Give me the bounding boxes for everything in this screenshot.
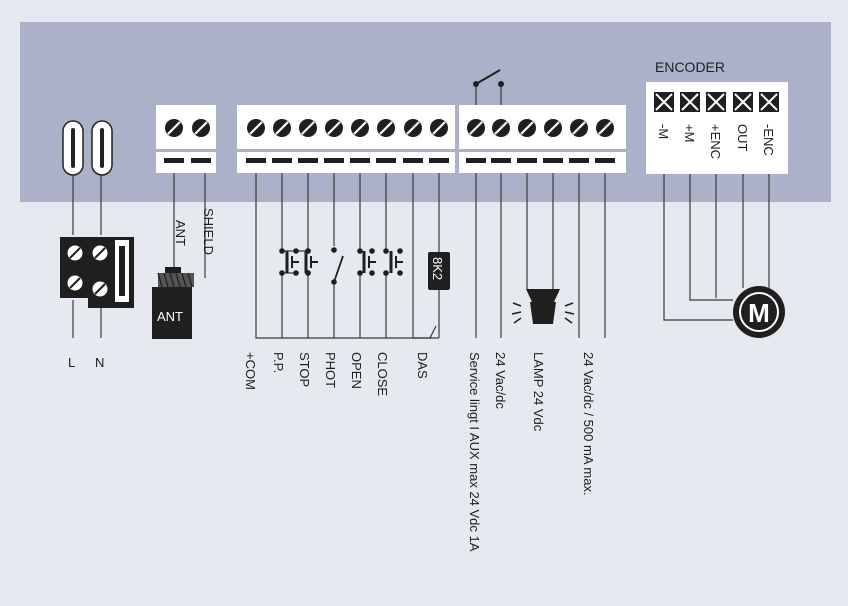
relay-switch-icon [473,69,504,105]
encoder-pin-label: -M [656,124,671,139]
output-label: 24 Vac/dc [493,352,508,409]
input-screw-terminal [404,119,422,137]
terminal-bar [298,158,318,163]
output-screw-terminal [544,119,562,137]
terminal-bar [164,158,184,163]
motor-icon [733,286,785,338]
power-terminal-block [60,175,134,338]
encoder-pin-label: OUT [735,124,750,152]
encoder-cross-terminal [680,92,700,112]
encoder-pin-label: -ENC [761,124,776,156]
motor-symbol: M [748,298,770,328]
input-label: DAS [415,352,430,379]
output-label: LAMP 24 Vdc [531,352,546,432]
input-label: +COM [243,352,258,390]
encoder-cross-terminal [759,92,779,112]
output-screw-terminal [492,119,510,137]
input-label: OPEN [349,352,364,389]
output-screw-terminal [570,119,588,137]
output-label: Service lingt I AUX max 24 Vdc 1A [467,352,482,552]
input-label: PHOT [323,352,338,388]
input-screw-terminal [325,119,343,137]
terminal-bar [491,158,511,163]
input-label: P.P. [271,352,286,373]
input-screw-terminal [430,119,448,137]
antenna-screw-terminal [165,119,183,137]
label-n: N [95,355,104,370]
input-screw-terminal [273,119,291,137]
terminal-bar [517,158,537,163]
resistor-icon [428,252,450,290]
label-ant-terminal: ANT [173,220,188,246]
label-l: L [68,355,75,370]
push-button-icon [383,248,403,276]
push-button-icon [304,248,318,276]
encoder-pin-label: +ENC [708,124,723,159]
terminal-bar [350,158,370,163]
input-screw-terminal [299,119,317,137]
encoder-cross-terminal [654,92,674,112]
push-button-icon [279,248,299,276]
terminal-bar [191,158,211,163]
output-label: 24 Vac/dc / 500 mA max. [581,352,596,496]
terminal-bar [324,158,344,163]
motor-wiring [663,174,770,321]
encoder-cross-terminal [706,92,726,112]
push-button-icon [357,248,376,276]
terminal-bar [569,158,589,163]
terminal-bar [429,158,449,163]
output-screw-terminal [467,119,485,137]
terminal-bar [403,158,423,163]
terminal-bar [595,158,615,163]
terminal-bar [466,158,486,163]
antenna-device-label: ANT [157,309,183,324]
antenna-device [152,173,206,339]
terminal-bar [376,158,396,163]
photocell-contact [331,247,344,285]
input-wiring [255,173,440,339]
encoder-cross-terminal [733,92,753,112]
terminal-bar [543,158,563,163]
output-screw-terminal [518,119,536,137]
output-wiring [475,173,606,338]
terminal-bar [272,158,292,163]
output-screw-terminal [596,119,614,137]
lamp-icon [511,289,575,324]
label-shield-terminal: SHIELD [201,208,216,255]
power-fuses [62,120,113,176]
input-screw-terminal [351,119,369,137]
antenna-icon [152,287,192,339]
input-label: CLOSE [375,352,390,396]
encoder-title: ENCODER [655,59,725,75]
antenna-screw-terminal [192,119,210,137]
output-terminals [459,105,626,173]
resistor-label: 8K2 [430,257,445,280]
terminal-bar [246,158,266,163]
input-label: STOP [297,352,312,387]
input-screw-terminal [247,119,265,137]
encoder-pin-label: +M [682,124,697,142]
input-screw-terminal [377,119,395,137]
